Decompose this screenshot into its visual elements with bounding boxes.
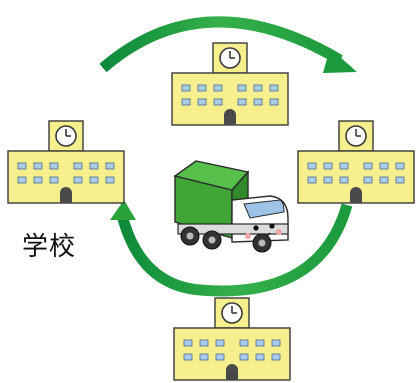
cycle-arrow-top	[99, 16, 357, 73]
cycle-arrow-bottom	[110, 200, 353, 297]
school-building-bottom	[173, 297, 291, 381]
school-building-left	[7, 120, 125, 204]
school-building-right	[297, 120, 415, 204]
delivery-truck-icon	[173, 160, 289, 253]
school-label: 学校	[22, 232, 77, 262]
school-building-top	[171, 42, 289, 126]
